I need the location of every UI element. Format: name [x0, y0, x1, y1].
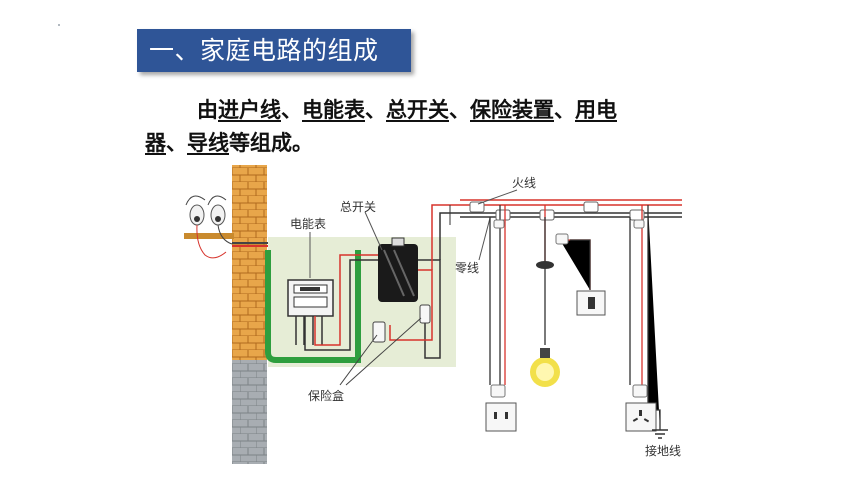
term-appliance-part1: 用电: [575, 97, 617, 122]
insulator-icon: [185, 195, 233, 259]
live-wire-label: 火线: [512, 176, 536, 190]
separator: 、: [166, 130, 187, 155]
wall-switch-icon: [576, 290, 606, 316]
term-wires: 导线: [187, 130, 229, 155]
term-appliance-part2: 器: [145, 130, 166, 155]
paragraph-line-1: 由进户线、电能表、总开关、保险装置、用电: [145, 93, 715, 126]
electric-meter-icon: [287, 279, 334, 345]
ground-symbol-icon: [652, 429, 668, 439]
ground-wire-label: 接地线: [645, 443, 681, 458]
ceiling-rose-icon: [536, 261, 554, 269]
bracket: [184, 233, 234, 239]
intro-paragraph: 由进户线、电能表、总开关、保险装置、用电 器、导线等组成。: [145, 93, 715, 159]
paragraph-suffix: 等组成。: [229, 130, 313, 155]
decorative-dot: [58, 24, 60, 26]
main-switch-icon: [378, 237, 418, 302]
fuse-box-label: 保险盒: [308, 388, 344, 403]
light-bulb-icon: [530, 348, 560, 387]
brick-wall: [232, 165, 267, 360]
green-wire: [265, 250, 361, 363]
wall-socket-icon: [485, 402, 517, 432]
separator: 、: [365, 97, 386, 122]
meter-label: 电能表: [290, 217, 326, 231]
term-fuse-device: 保险装置: [470, 97, 554, 122]
switch-label-pointer: [364, 211, 383, 251]
paragraph-prefix: 由: [197, 97, 218, 122]
ground-socket-icon: [625, 402, 657, 432]
main-switch-label: 总开关: [340, 200, 376, 214]
stone-foundation: [232, 360, 267, 464]
separator: 、: [281, 97, 302, 122]
section-title: 一、家庭电路的组成: [137, 29, 411, 72]
junction-icon: [469, 201, 645, 221]
term-meter: 电能表: [302, 97, 365, 122]
term-service-wire: 进户线: [218, 97, 281, 122]
neutral-wire-label: 零线: [455, 261, 479, 275]
separator: 、: [554, 97, 575, 122]
separator: 、: [449, 97, 470, 122]
paragraph-line-2: 器、导线等组成。: [145, 126, 715, 159]
term-main-switch: 总开关: [386, 97, 449, 122]
